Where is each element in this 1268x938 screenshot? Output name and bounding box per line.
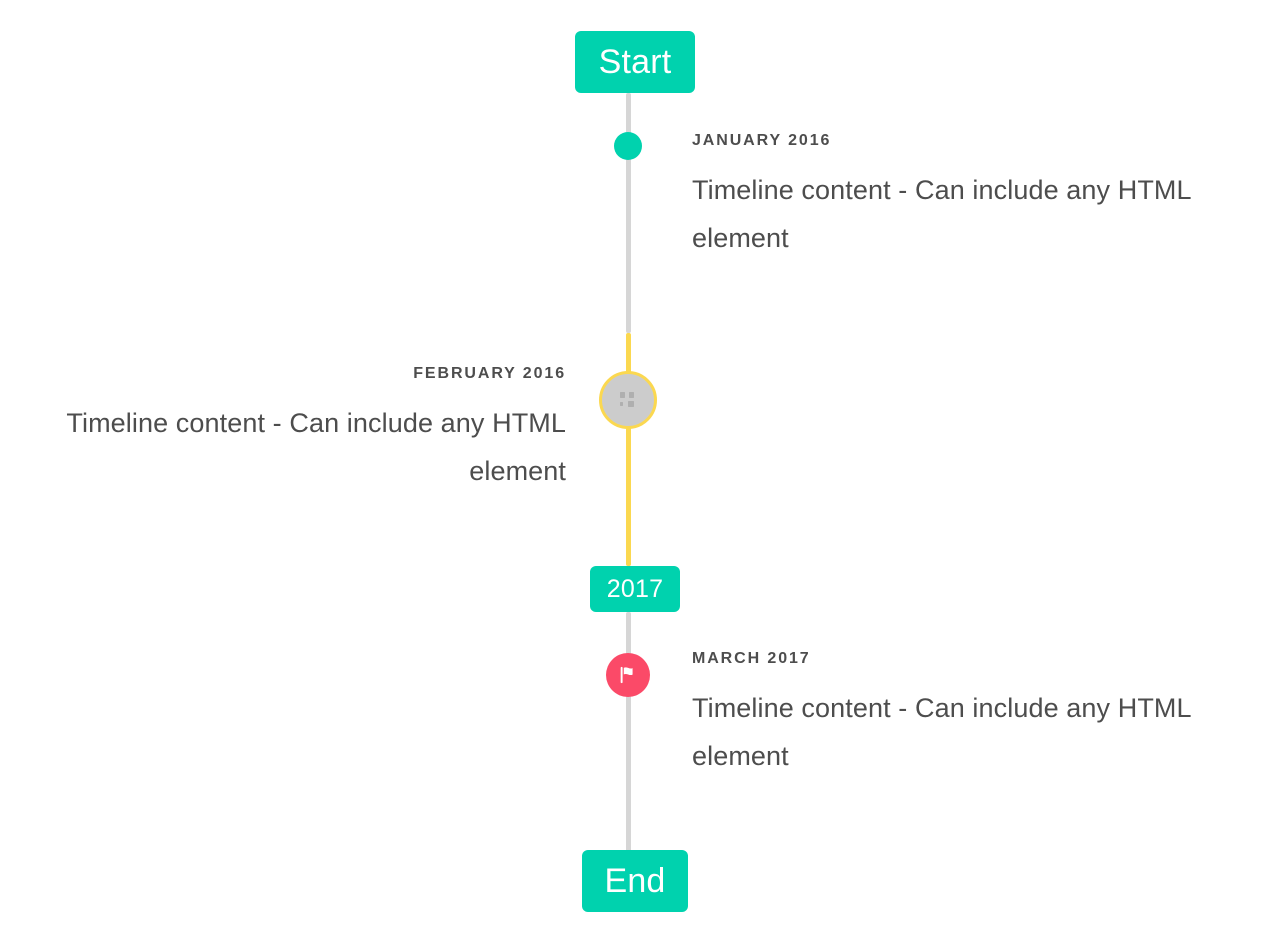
timeline-entry-body: Timeline content - Can include any HTML …: [692, 174, 1191, 253]
timeline-end-badge[interactable]: End: [582, 850, 688, 912]
timeline-axis-segment-top: [626, 93, 631, 333]
timeline-axis-segment-bottom: [626, 612, 631, 852]
timeline-entry-january-2016: January 2016 Timeline content - Can incl…: [692, 131, 1232, 262]
flag-icon: [620, 666, 633, 684]
timeline-entry-march-2017: March 2017 Timeline content - Can includ…: [692, 649, 1232, 780]
timeline-marker-dot-icon[interactable]: [614, 132, 642, 160]
timeline-marker-flag-icon[interactable]: [606, 653, 650, 697]
timeline-axis-segment-active: [626, 333, 631, 566]
broken-image-icon: [620, 392, 634, 407]
timeline-entry-february-2016: February 2016 Timeline content - Can inc…: [36, 364, 566, 495]
timeline-year-badge-2017[interactable]: 2017: [590, 566, 680, 612]
timeline-entry-date: March 2017: [692, 650, 811, 667]
timeline-start-badge[interactable]: Start: [575, 31, 695, 93]
timeline-entry-date: January 2016: [692, 132, 832, 149]
timeline-entry-body: Timeline content - Can include any HTML …: [692, 692, 1191, 771]
timeline-marker-broken-image-icon[interactable]: [599, 371, 657, 429]
timeline-entry-date: February 2016: [413, 365, 566, 382]
timeline-entry-body: Timeline content - Can include any HTML …: [66, 407, 566, 486]
